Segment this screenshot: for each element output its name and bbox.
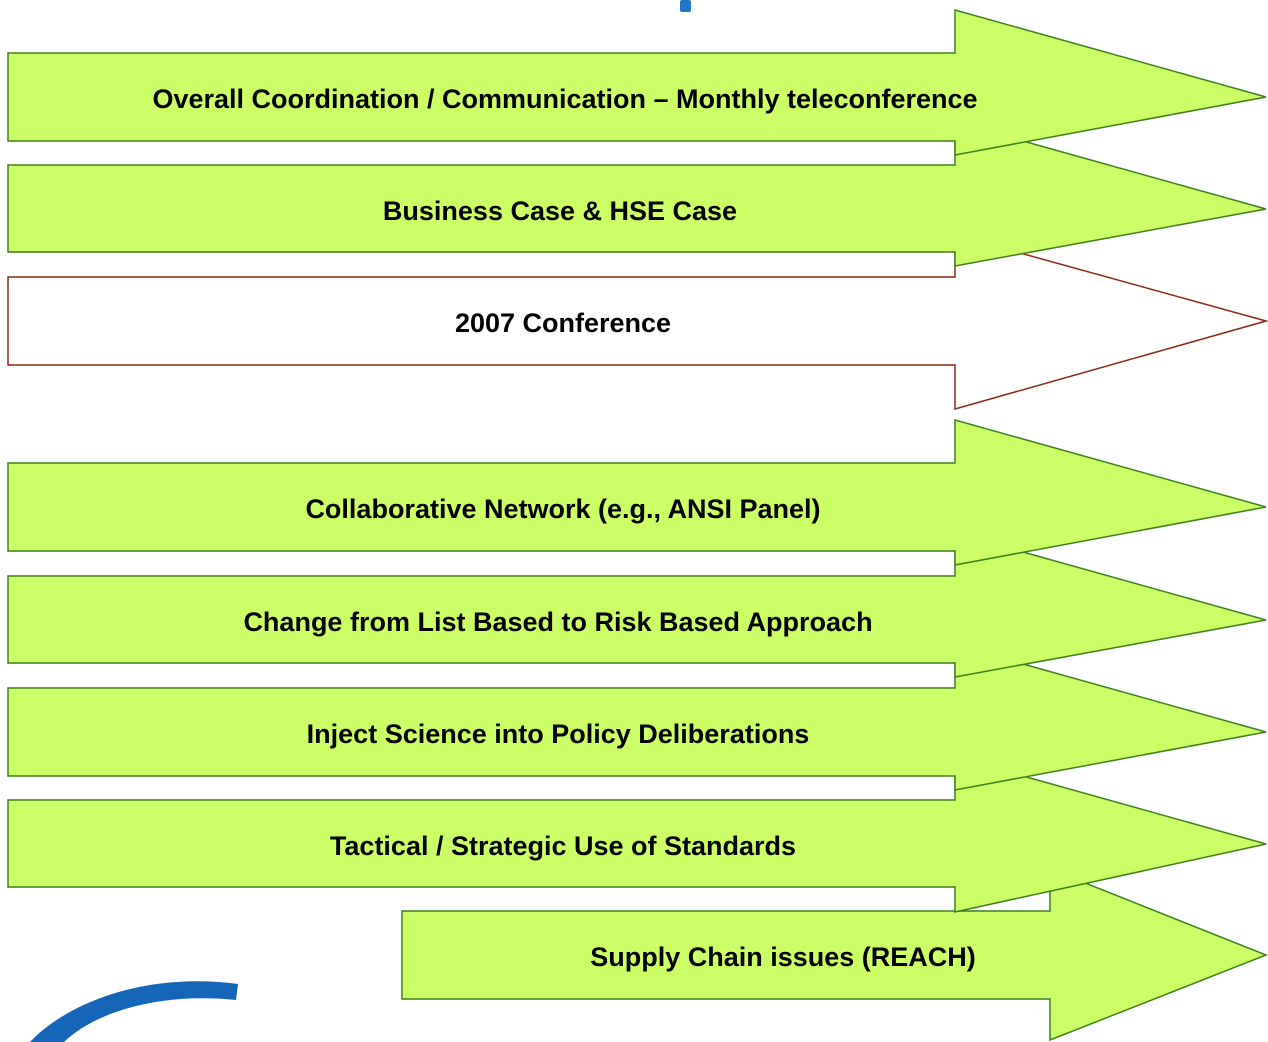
arrow-shape bbox=[401, 867, 1268, 1042]
arrow-supply-chain: Supply Chain issues (REACH) bbox=[401, 867, 1268, 1042]
arrow-label: Overall Coordination / Communication – M… bbox=[152, 84, 977, 114]
arrow-label: Supply Chain issues (REACH) bbox=[590, 942, 976, 972]
arrow-business-case: Business Case & HSE Case bbox=[7, 121, 1267, 267]
title-fragment bbox=[680, 0, 691, 12]
arrow-stack: Supply Chain issues (REACH) Tactical / S… bbox=[7, 9, 1268, 1042]
arrow-shape bbox=[7, 9, 1267, 156]
arrow-shape bbox=[7, 234, 1268, 410]
arrow-science-policy: Inject Science into Policy Deliberations bbox=[7, 644, 1267, 791]
arrow-shape bbox=[7, 644, 1267, 791]
arrow-label: Business Case & HSE Case bbox=[383, 196, 737, 226]
arrow-standards: Tactical / Strategic Use of Standards bbox=[7, 756, 1267, 913]
arrow-collaborative-network: Collaborative Network (e.g., ANSI Panel) bbox=[7, 419, 1267, 566]
arrow-label: 2007 Conference bbox=[455, 308, 671, 338]
arrow-coordination: Overall Coordination / Communication – M… bbox=[7, 9, 1267, 156]
arrow-label: Change from List Based to Risk Based App… bbox=[243, 607, 872, 637]
arrow-conference: 2007 Conference bbox=[7, 234, 1268, 410]
arrow-shape bbox=[7, 419, 1267, 566]
arrow-shape bbox=[7, 532, 1267, 678]
arrow-shape bbox=[7, 756, 1267, 913]
arrow-label: Inject Science into Policy Deliberations bbox=[307, 719, 810, 749]
arrow-label: Collaborative Network (e.g., ANSI Panel) bbox=[305, 494, 820, 524]
arrow-risk-based: Change from List Based to Risk Based App… bbox=[7, 532, 1267, 678]
arrow-shape bbox=[7, 121, 1267, 267]
logo-swoosh bbox=[30, 981, 238, 1042]
arrow-label: Tactical / Strategic Use of Standards bbox=[330, 831, 796, 861]
